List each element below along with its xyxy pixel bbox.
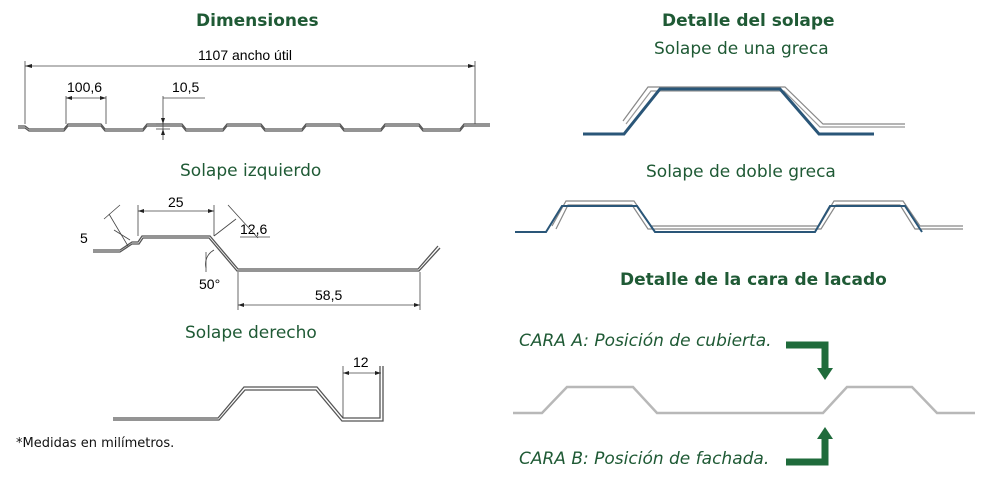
- main-dimension-lines: [24, 61, 476, 140]
- right-overlap-title: Solape derecho: [185, 323, 317, 343]
- left-overlap-angle: 50°: [199, 276, 220, 292]
- double-rib-overlap-drawing: [515, 200, 963, 233]
- left-overlap-depth: 12,6: [240, 221, 267, 237]
- side-a-label: CARA A: Posición de cubierta.: [519, 331, 772, 351]
- coating-detail-title: Detalle de la cara de lacado: [620, 270, 887, 290]
- left-overlap-drawing: [93, 235, 441, 272]
- main-profile-lower: [18, 125, 490, 132]
- pitch-label: 100,6: [67, 79, 102, 95]
- right-overlap-drawing: [113, 366, 384, 422]
- right-overlap-dimension-lines: [342, 366, 381, 418]
- coating-profile-drawing: [513, 385, 975, 415]
- main-profile-upper: [18, 123, 490, 130]
- left-overlap-top-width: 25: [168, 194, 184, 210]
- main-profile-drawing: [18, 123, 490, 132]
- dimensions-title: Dimensiones: [196, 11, 319, 31]
- height-label: 10,5: [172, 79, 199, 95]
- left-overlap-dimension-lines: [103, 204, 421, 310]
- main-dimension-arrows: [25, 64, 475, 135]
- single-rib-title: Solape de una greca: [654, 39, 829, 59]
- overlap-detail-title: Detalle del solape: [662, 11, 835, 31]
- side-a-arrow: [786, 341, 833, 380]
- units-note: *Medidas en milímetros.: [16, 436, 175, 451]
- side-b-label: CARA B: Posición de fachada.: [519, 449, 770, 469]
- single-rib-overlap-drawing: [583, 86, 905, 136]
- left-overlap-valley: 58,5: [315, 287, 342, 303]
- left-overlap-title: Solape izquierdo: [180, 161, 322, 181]
- right-overlap-dim: 12: [353, 354, 369, 370]
- double-rib-title: Solape de doble greca: [646, 162, 836, 182]
- side-b-arrow: [786, 427, 833, 466]
- total-width-label: 1107 ancho útil: [198, 47, 292, 63]
- left-overlap-arrows: [138, 209, 420, 307]
- left-overlap-side: 5: [80, 230, 88, 246]
- right-overlap-arrows: [343, 371, 381, 375]
